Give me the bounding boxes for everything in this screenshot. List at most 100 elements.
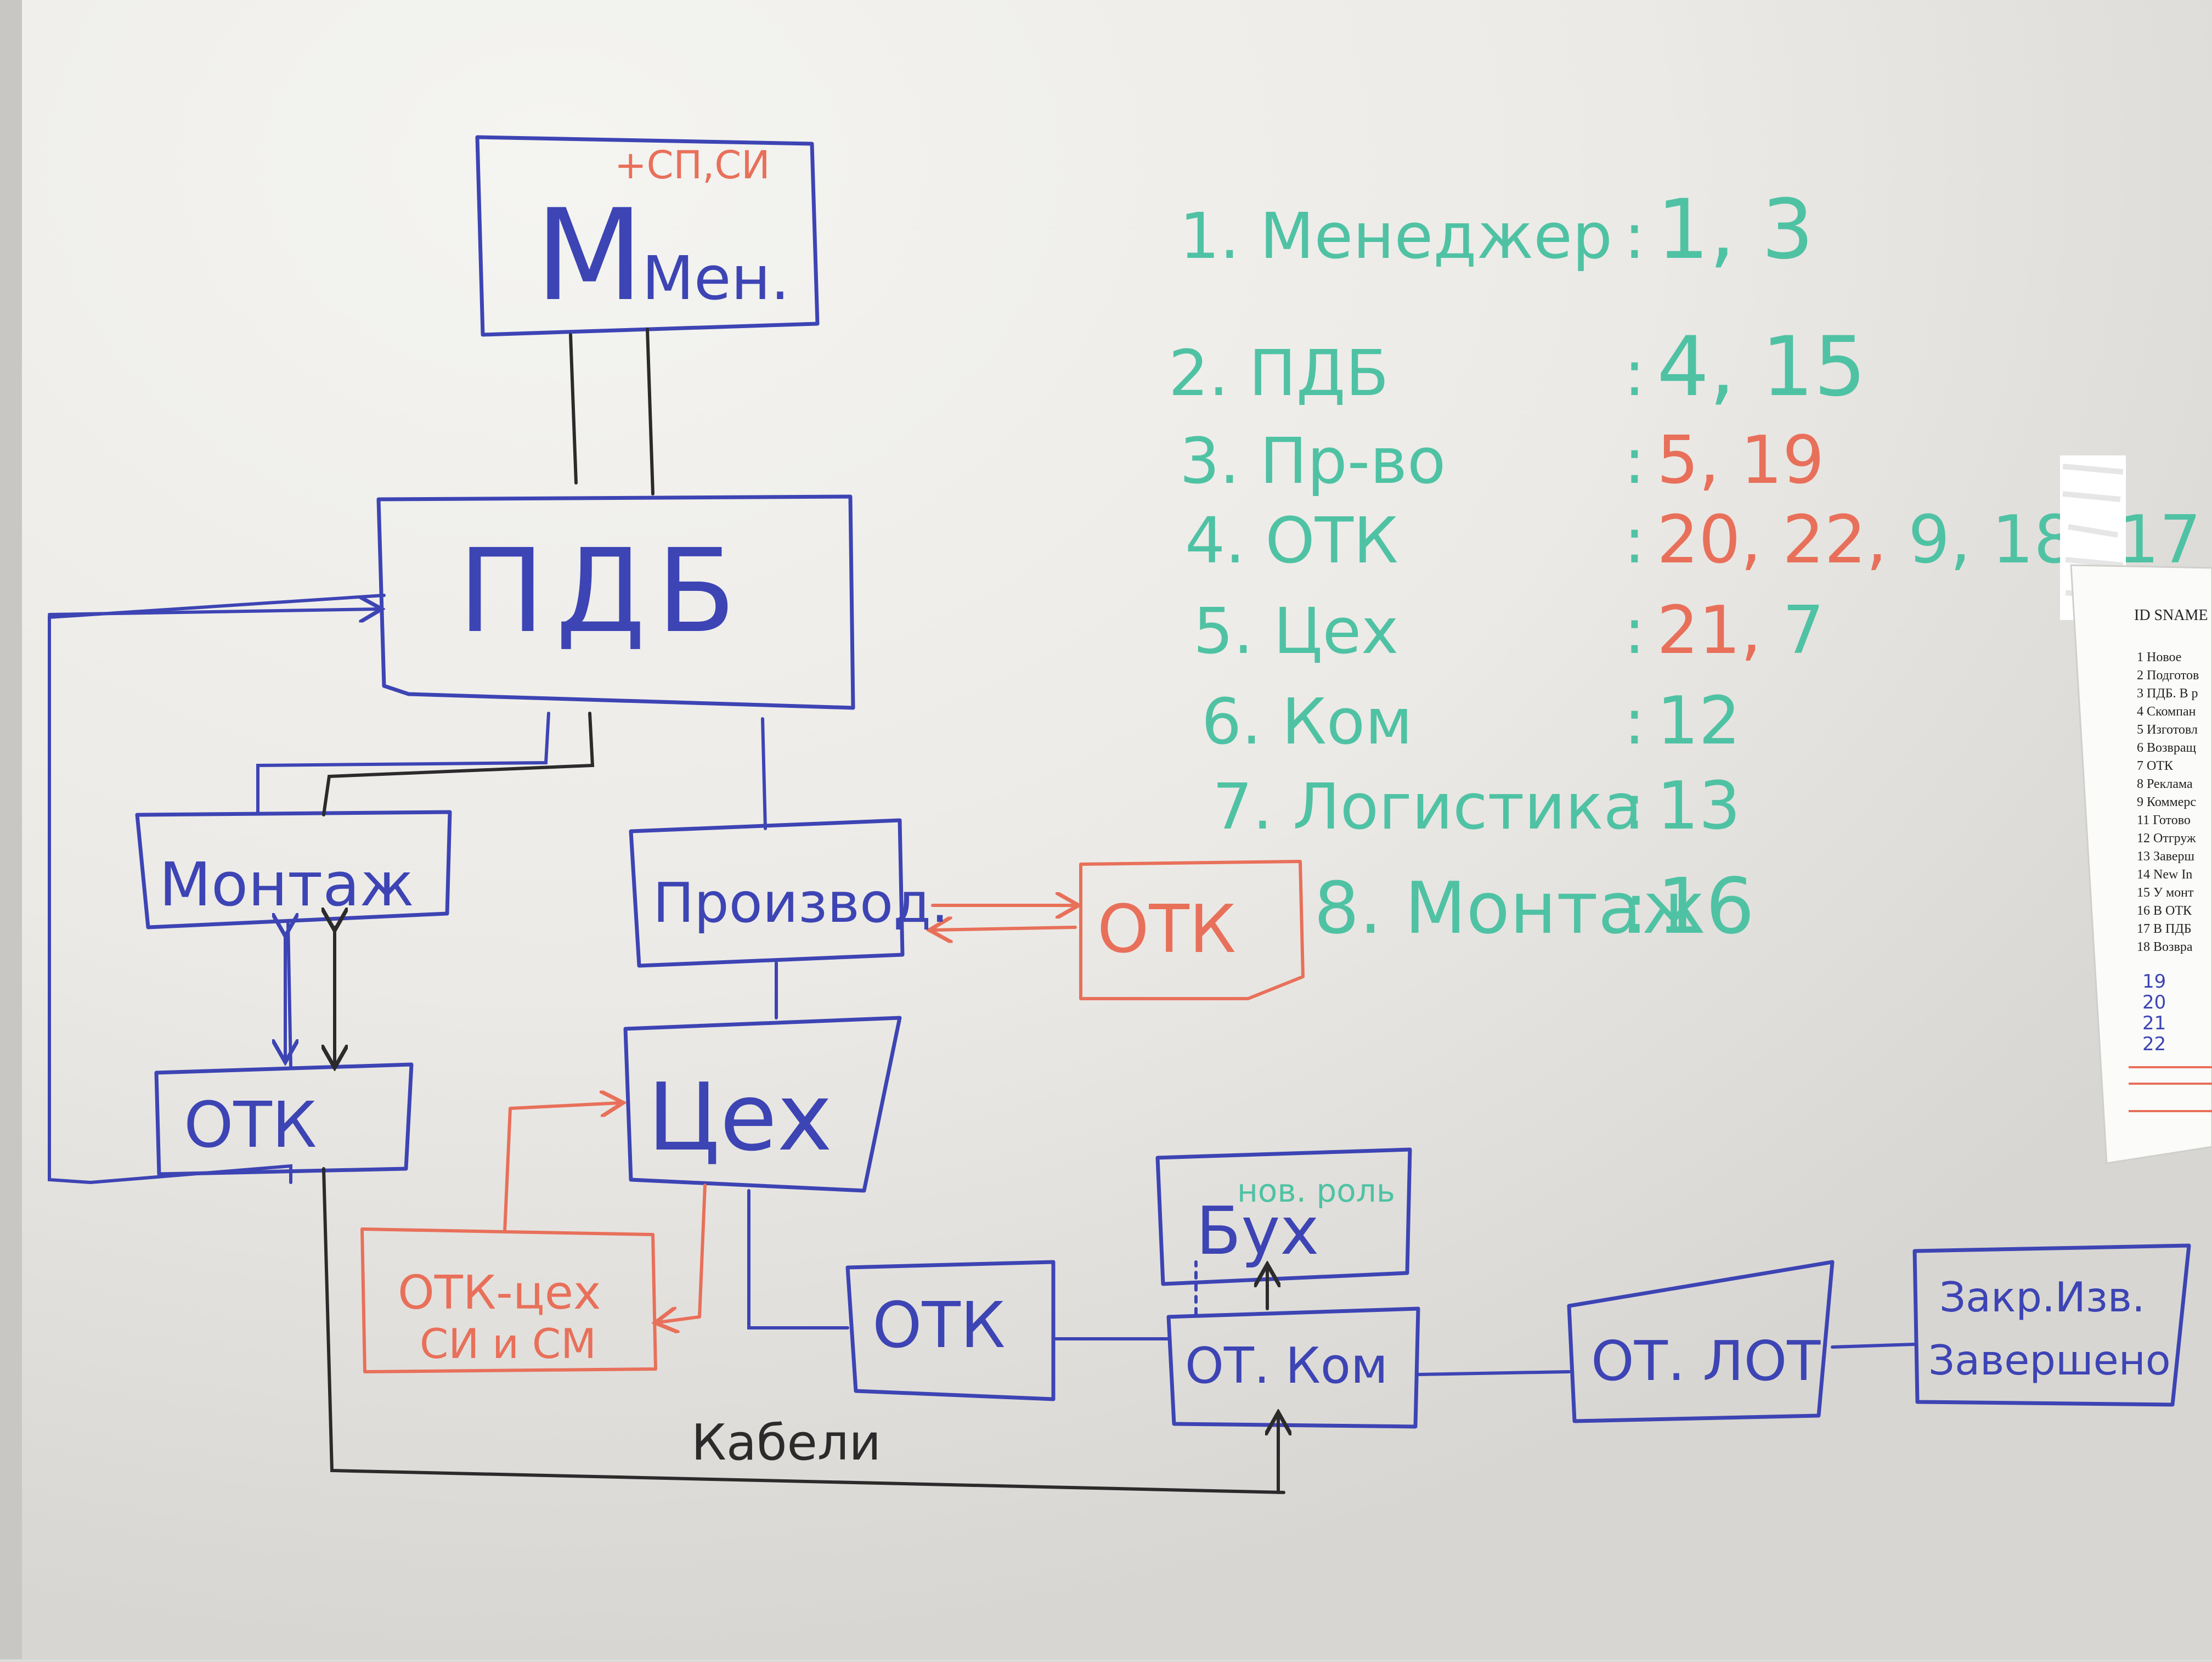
- role-name: 5. Цех: [1193, 595, 1398, 668]
- buh-note: нов. роль: [1237, 1172, 1395, 1209]
- paper-row: 1 Новое: [2137, 650, 2181, 664]
- box-montazh: [135, 810, 452, 929]
- role-list: 1. Менеджер:1, 32. ПДБ:4, 153. Пр-во:5, …: [1169, 182, 2201, 951]
- zakr-label: Закр.Изв.: [1939, 1273, 2145, 1321]
- role-name: 6. Ком: [1201, 685, 1413, 759]
- role-code: , 3: [1709, 182, 1814, 278]
- line-tseh-otk: [747, 1189, 849, 1329]
- tseh-label: Цех: [647, 1063, 832, 1172]
- role-code: 5,: [1657, 422, 1720, 499]
- role-codes: 5, 19: [1657, 422, 1824, 499]
- role-separator: :: [1624, 425, 1645, 498]
- role-code: 21,: [1657, 593, 1762, 669]
- role-name: 3. Пр-во: [1180, 425, 1446, 498]
- box-otk-tseh: [360, 1227, 657, 1373]
- role-code: 20, 22,: [1657, 502, 1887, 578]
- paper-row: 15 У монт: [2137, 886, 2194, 900]
- box-otk-bottom: [845, 1260, 1056, 1401]
- line-pdb-proizvod: [761, 717, 767, 830]
- role-name: 1. Менеджер: [1180, 200, 1612, 273]
- role-separator: :: [1624, 200, 1645, 273]
- role-code: 7: [1762, 593, 1825, 669]
- otk-bottom-label: ОТК: [872, 1289, 1005, 1362]
- paper-row: 5 Изготовл: [2137, 723, 2198, 737]
- men-big-letter: М: [535, 183, 644, 329]
- line-men-pdb-2: [646, 328, 654, 495]
- arrow-tseh-otktseh: [658, 1184, 707, 1322]
- paper-row: 17 В ПДБ: [2137, 922, 2192, 936]
- role-name: 8. Монтаж: [1314, 866, 1706, 950]
- role-codes: 16: [1657, 862, 1754, 951]
- role-code: , 15: [1709, 319, 1866, 415]
- paper-row: 7 ОТК: [2137, 759, 2174, 773]
- line-pdb-montazh: [256, 712, 550, 814]
- role-codes: 20, 22, 9, 18, 17: [1657, 502, 2201, 578]
- ot-kom-label: ОТ. Ком: [1185, 1337, 1388, 1395]
- arrow-to-pdb: [48, 609, 379, 615]
- buh-label: Бух: [1196, 1193, 1319, 1270]
- ot-lot-label: ОТ. ЛОТ: [1591, 1329, 1821, 1393]
- arrow-otktseh-tseh: [503, 1103, 620, 1233]
- paper-row: 9 Коммерс: [2137, 795, 2196, 809]
- role-separator: :: [1624, 337, 1645, 410]
- paper-row: 12 Отгруж: [2137, 831, 2196, 846]
- role-codes: 13: [1657, 768, 1741, 844]
- role-codes: 4, 15: [1657, 319, 1866, 415]
- role-code: 16: [1657, 862, 1754, 951]
- paper-header: ID SNAME: [2134, 607, 2208, 624]
- paper-handwritten-number: 21: [2142, 1012, 2166, 1034]
- role-name: 4. ОТК: [1185, 504, 1398, 578]
- paper-handwritten-number: 19: [2142, 971, 2166, 993]
- paper-row: 16 В ОТК: [2137, 904, 2192, 918]
- paper-row: 13 Заверш: [2137, 849, 2195, 864]
- zaversheno-label: Завершено: [1928, 1336, 2171, 1384]
- line-kabeli: [322, 1167, 1285, 1494]
- role-code: 13: [1657, 768, 1741, 844]
- role-code: 9, 18, 17: [1887, 502, 2201, 578]
- men-note: +СП,СИ: [614, 143, 770, 188]
- role-codes: 12: [1657, 683, 1741, 759]
- otk-red-label: ОТК: [1097, 892, 1236, 968]
- role-separator: :: [1624, 866, 1648, 950]
- pdb-label: ПДБ: [458, 524, 747, 658]
- line-pdb-montazh-black: [322, 712, 595, 816]
- paper-row: 8 Реклама: [2137, 777, 2193, 791]
- role-code: 12: [1657, 683, 1741, 759]
- box-pdb: [376, 494, 855, 710]
- arrow-otk-proizvod: [933, 927, 1077, 930]
- box-ot-lot: [1567, 1260, 1835, 1423]
- box-proizvod: [629, 818, 905, 968]
- otk-tseh-line1: ОТК-цех: [398, 1266, 601, 1320]
- role-codes: 21, 7: [1657, 593, 1824, 669]
- box-tseh: [623, 1016, 902, 1193]
- paper-row: 4 Скомпан: [2137, 705, 2196, 719]
- line-men-pdb-1: [569, 333, 578, 484]
- role-separator: :: [1624, 685, 1645, 759]
- line-otkom-otlot: [1417, 1370, 1571, 1376]
- paper-row: 11 Готово: [2137, 813, 2191, 827]
- board-frame-left: [0, 0, 22, 1659]
- paper-row: 2 Подготов: [2137, 668, 2199, 683]
- paper-sheet: ID SNAME 1 Новое 2 Подготов 3 ПДБ. В р 4 Ск…: [2070, 564, 2212, 1164]
- box-ot-kom: [1166, 1306, 1420, 1429]
- otk-left-label: ОТК: [184, 1089, 317, 1162]
- box-buh: [1155, 1147, 1412, 1286]
- paper-handwritten-number: 22: [2142, 1033, 2166, 1055]
- box-zakr: [1912, 1243, 2191, 1407]
- role-separator: :: [1624, 595, 1645, 668]
- paper-row: 6 Возвращ: [2137, 741, 2196, 755]
- men-label: Мен.: [642, 243, 789, 313]
- proizvod-label: Производ.: [653, 871, 949, 935]
- montazh-label: Монтаж: [159, 849, 414, 920]
- box-otk-red: [1079, 860, 1305, 1000]
- role-code: 19: [1720, 422, 1825, 499]
- paper-row: 14 New In: [2137, 867, 2192, 882]
- kabeli-label: Кабели: [691, 1414, 881, 1472]
- role-code: 1: [1657, 182, 1709, 278]
- paper-row: 3 ПДБ. В р: [2137, 686, 2198, 701]
- otk-tseh-line2: СИ и СМ: [420, 1320, 596, 1368]
- role-separator: :: [1624, 504, 1645, 578]
- role-code: 4: [1657, 319, 1709, 415]
